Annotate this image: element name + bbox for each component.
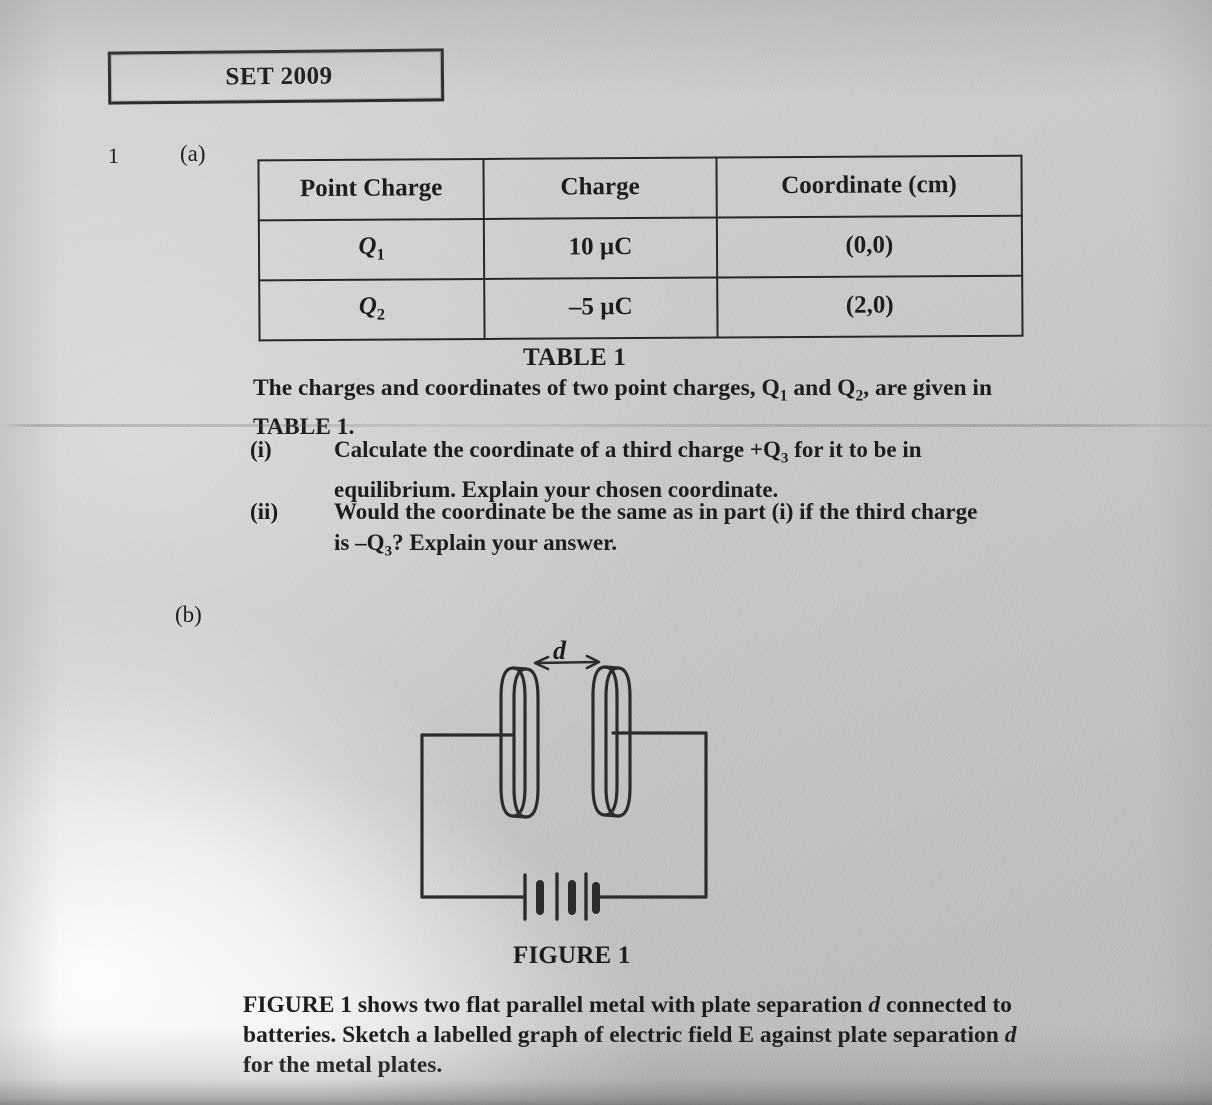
figure-caption: FIGURE 1 bbox=[513, 942, 631, 969]
column-header-point-charge: Point Charge bbox=[258, 158, 484, 221]
cell-coordinate-q2: (2,0) bbox=[716, 275, 1023, 338]
item-ii-text-2: is –Q bbox=[334, 530, 385, 555]
exam-set-header-box: SET 2009 bbox=[107, 48, 445, 105]
circuit-wire-loop bbox=[420, 731, 708, 899]
figure-1-drawing bbox=[400, 625, 740, 925]
desc-text-4: for the metal plates. bbox=[243, 1052, 443, 1078]
item-i-text-3: equilibrium. Explain your chosen coordin… bbox=[334, 476, 779, 502]
part-a-intro-paragraph: The charges and coordinates of two point… bbox=[253, 373, 1053, 443]
desc-text-1: FIGURE 1 shows two flat parallel metal w… bbox=[243, 992, 869, 1018]
charge-symbol: Q bbox=[358, 292, 377, 320]
desc-italic-d-2: d bbox=[1004, 1022, 1017, 1048]
item-i-sub: 3 bbox=[780, 449, 789, 467]
item-ii-text-3: ? Explain your answer. bbox=[392, 530, 618, 555]
charge-subscript: 1 bbox=[376, 245, 385, 264]
battery-symbol bbox=[523, 872, 600, 921]
column-header-charge: Charge bbox=[483, 157, 717, 219]
part-b-label: (b) bbox=[175, 602, 202, 627]
intro-sub-1: 1 bbox=[779, 387, 788, 405]
item-i-text-2: for it to be in bbox=[788, 437, 922, 462]
intro-text-4: TABLE 1. bbox=[253, 413, 355, 440]
item-marker-i: (i) bbox=[250, 437, 272, 462]
charge-symbol: Q bbox=[358, 232, 377, 260]
capacitor-plate-left bbox=[499, 666, 540, 819]
column-header-coordinate: Coordinate (cm) bbox=[716, 155, 1022, 218]
item-i-text-1: Calculate the coordinate of a third char… bbox=[334, 437, 781, 462]
part-b-description: FIGURE 1 shows two flat parallel metal w… bbox=[243, 990, 1083, 1080]
cell-point-charge-q2: Q2 bbox=[259, 278, 485, 341]
table-caption: TABLE 1 bbox=[523, 344, 627, 371]
intro-text-3: , are given in bbox=[863, 375, 993, 401]
part-a-item-i: (i) Calculate the coordinate of a third … bbox=[250, 434, 1050, 505]
point-charge-table: Point Charge Charge Coordinate (cm) Q1 1… bbox=[257, 155, 1023, 342]
intro-text-1: The charges and coordinates of two point… bbox=[253, 375, 780, 401]
intro-sub-2: 2 bbox=[855, 387, 864, 405]
item-ii-text-1: Would the coordinate be the same as in p… bbox=[334, 499, 978, 524]
table-row: Q1 10 µC (0,0) bbox=[258, 215, 1023, 281]
desc-italic-d-1: d bbox=[868, 992, 881, 1018]
exam-set-title: SET 2009 bbox=[225, 61, 333, 90]
capacitor-plate-right bbox=[591, 665, 632, 818]
charge-subscript: 2 bbox=[376, 305, 386, 324]
separation-arrow-d bbox=[533, 654, 601, 671]
question-number: 1 bbox=[108, 143, 119, 168]
part-a-item-ii: (ii) Would the coordinate be the same as… bbox=[250, 496, 1050, 567]
capacitor-circuit-svg bbox=[420, 654, 708, 921]
part-a-label: (a) bbox=[180, 141, 206, 166]
table-header-row: Point Charge Charge Coordinate (cm) bbox=[258, 155, 1022, 221]
item-body-ii: Would the coordinate be the same as in p… bbox=[334, 496, 1050, 567]
cell-charge-q1: 10 µC bbox=[483, 217, 717, 279]
separation-label-d: d bbox=[553, 636, 566, 665]
cell-coordinate-q1: (0,0) bbox=[716, 215, 1023, 278]
item-body-i: Calculate the coordinate of a third char… bbox=[334, 434, 1050, 505]
table-1-wrapper: Point Charge Charge Coordinate (cm) Q1 1… bbox=[257, 155, 1023, 342]
cell-point-charge-q1: Q1 bbox=[258, 218, 485, 281]
intro-text-2: and Q bbox=[787, 375, 856, 401]
desc-text-3: batteries. Sketch a labelled graph of el… bbox=[243, 1022, 1005, 1048]
cell-charge-q2: –5 µC bbox=[484, 277, 718, 339]
item-ii-sub: 3 bbox=[384, 542, 393, 560]
item-marker-ii: (ii) bbox=[250, 499, 279, 524]
table-row: Q2 –5 µC (2,0) bbox=[259, 275, 1023, 341]
desc-text-2: connected to bbox=[880, 992, 1012, 1018]
